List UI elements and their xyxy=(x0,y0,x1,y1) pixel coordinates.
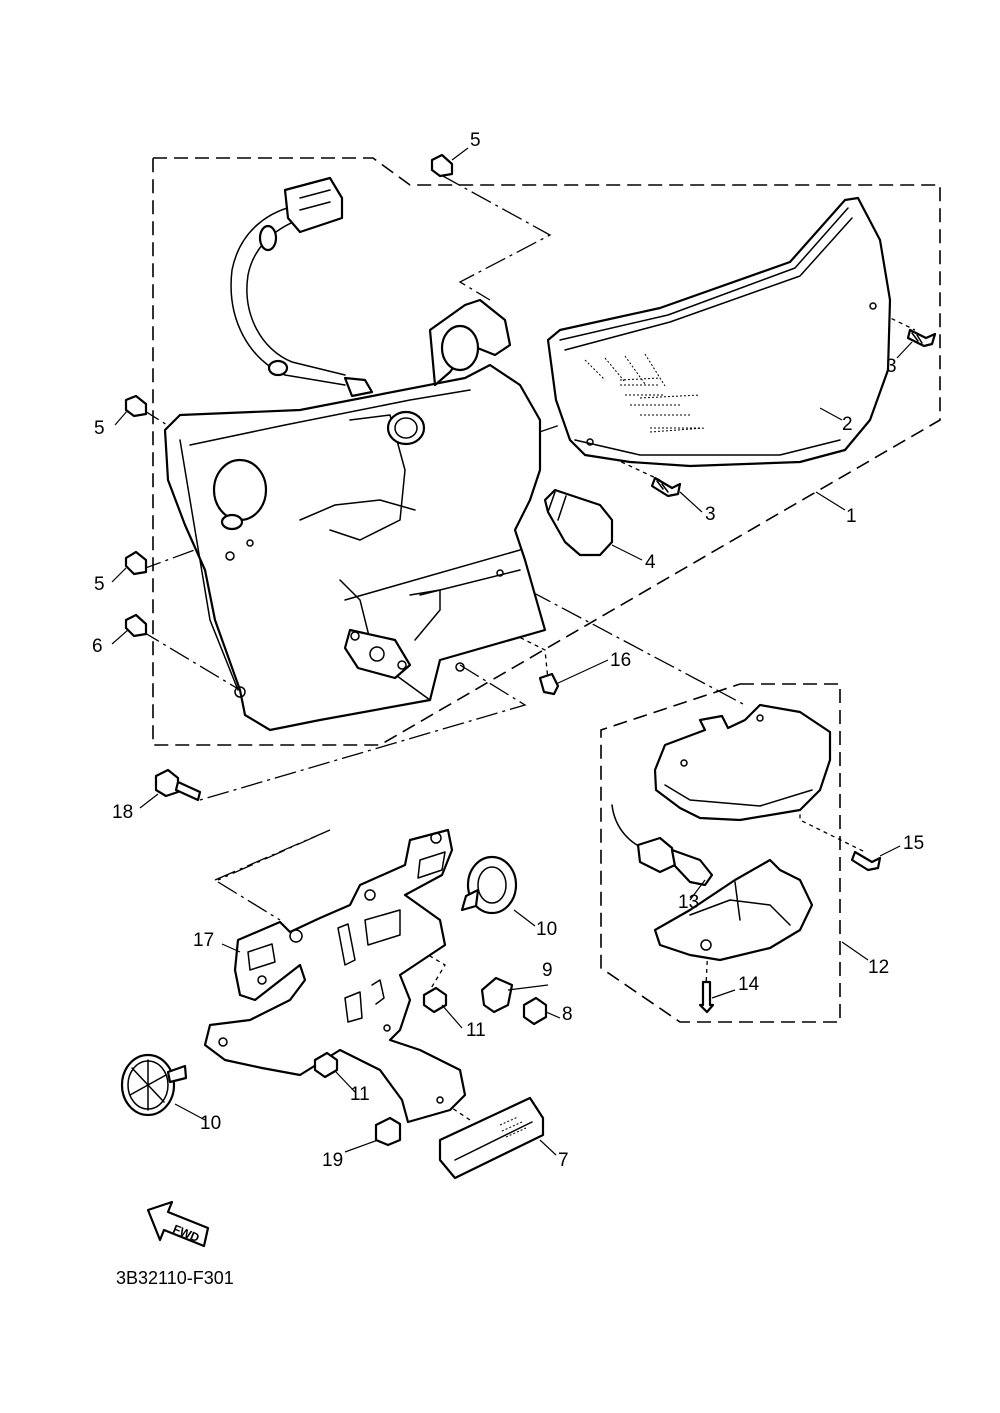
callout-11: 11 xyxy=(466,1020,486,1041)
callout-17: 17 xyxy=(193,930,214,951)
wire-harness xyxy=(230,176,346,386)
callout-12: 12 xyxy=(868,957,889,978)
reflector-10-upper xyxy=(460,855,518,915)
callout-3: 3 xyxy=(886,356,897,377)
screw-14 xyxy=(698,980,715,1014)
reflector-7 xyxy=(438,1096,545,1180)
callout-leaders xyxy=(111,147,913,1156)
assembly-12-boundary xyxy=(600,683,841,1023)
license-light-socket xyxy=(611,804,714,887)
license-bracket xyxy=(203,828,467,1124)
callout-5: 5 xyxy=(94,574,105,595)
tail-light-housing xyxy=(163,298,547,732)
grommet-11-upper xyxy=(422,986,448,1014)
callout-15: 15 xyxy=(903,833,924,854)
clip-5-left-lower xyxy=(124,550,148,576)
callout-4: 4 xyxy=(645,552,656,573)
assembly-1-boundary xyxy=(152,157,941,746)
clip-6 xyxy=(124,613,148,638)
callout-16: 16 xyxy=(610,650,631,671)
clip-16 xyxy=(538,672,560,696)
license-light-cover xyxy=(653,703,832,822)
callout-14: 14 xyxy=(738,974,760,995)
callout-3: 3 xyxy=(705,504,716,525)
callout-19: 19 xyxy=(322,1150,343,1171)
collar-9 xyxy=(480,976,514,1014)
callout-2: 2 xyxy=(842,414,853,435)
tail-bulb xyxy=(543,488,614,557)
callout-labels: 5 3 2 5 3 1 4 5 6 16 18 15 13 10 17 9 8 … xyxy=(92,130,924,1171)
clip-5-top xyxy=(430,153,454,178)
callout-10: 10 xyxy=(536,919,557,940)
damper-19 xyxy=(374,1116,402,1147)
tail-light-lens xyxy=(546,196,892,468)
callout-8: 8 xyxy=(562,1004,573,1025)
fwd-arrow-icon: FWD xyxy=(146,1200,210,1248)
callout-9: 9 xyxy=(542,960,553,981)
callout-7: 7 xyxy=(558,1150,569,1171)
callout-10: 10 xyxy=(200,1113,221,1134)
callout-11: 11 xyxy=(350,1084,370,1105)
callout-6: 6 xyxy=(92,636,103,657)
callout-5: 5 xyxy=(470,130,481,151)
reflector-10-lower xyxy=(120,1053,188,1117)
bolt-18 xyxy=(154,768,202,802)
clip-5-left-upper xyxy=(124,394,148,418)
screw-3-upper xyxy=(906,328,937,348)
screw-15 xyxy=(850,850,882,872)
grommet-11-lower xyxy=(313,1051,339,1079)
screw-3-lower xyxy=(650,476,682,498)
nut-8 xyxy=(522,996,548,1026)
diagram-code: 3B32110-F301 xyxy=(116,1268,234,1288)
callout-1: 1 xyxy=(846,506,857,527)
license-light-base xyxy=(653,858,814,962)
callout-18: 18 xyxy=(112,802,133,823)
callout-13: 13 xyxy=(678,892,699,913)
callout-5: 5 xyxy=(94,418,105,439)
